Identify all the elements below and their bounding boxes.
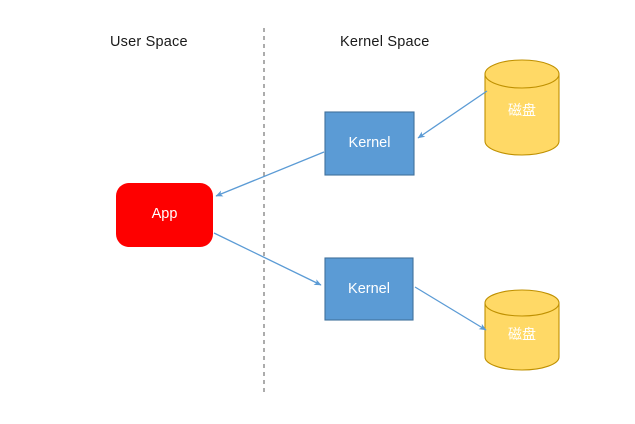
user-space-label: User Space xyxy=(110,34,188,50)
edge-kernel1-to-app xyxy=(215,151,325,197)
kernel-space-label: Kernel Space xyxy=(340,34,430,50)
node-disk-2[interactable] xyxy=(484,289,560,371)
edge-app-to-kernel2 xyxy=(213,232,322,286)
node-kernel-1[interactable] xyxy=(324,111,415,176)
node-disk-1[interactable] xyxy=(484,59,560,156)
edge-disk1-to-kernel1 xyxy=(417,90,488,139)
node-kernel-2[interactable] xyxy=(324,257,414,321)
edge-kernel2-to-disk2 xyxy=(414,286,487,331)
node-app[interactable] xyxy=(116,183,213,247)
